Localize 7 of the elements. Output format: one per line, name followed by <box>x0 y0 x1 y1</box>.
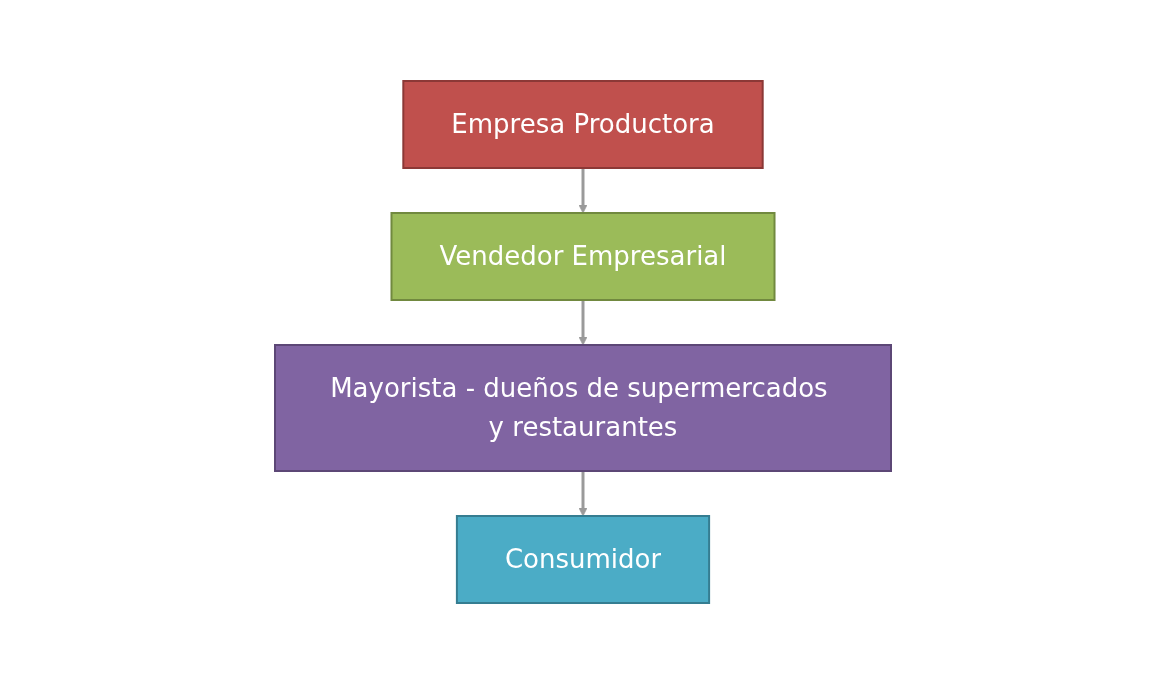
node-box: Consumidor <box>455 515 711 604</box>
node-box: Empresa Productora <box>402 80 764 169</box>
arrow <box>578 471 588 517</box>
arrow <box>578 300 588 346</box>
node-box: Vendedor Empresarial <box>390 212 776 301</box>
node-box: Mayorista - dueños de supermercados y restaurantes <box>274 344 892 472</box>
arrow <box>578 168 588 214</box>
